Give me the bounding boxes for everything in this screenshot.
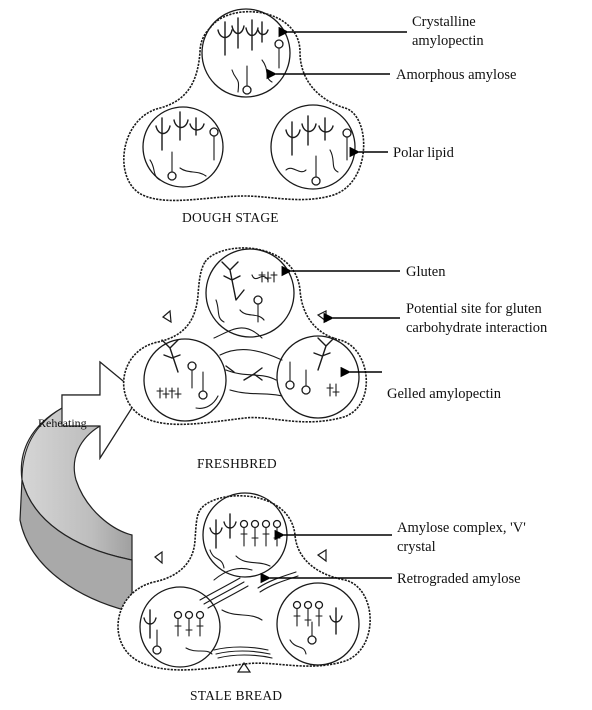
crystalline-label-line2: amylopectin: [412, 33, 484, 49]
reheating-label: Reheating: [38, 416, 87, 430]
gelled-amylopectin-label: Gelled amylopectin: [387, 386, 502, 402]
amylose-complex-label-line2: crystal: [397, 539, 436, 555]
reheating-arrow: Reheating: [20, 362, 140, 612]
retrograded-amylose-label: Retrograded amylose: [397, 571, 521, 587]
potential-site-label-line1: Potential site for gluten: [406, 301, 542, 317]
gluten-label: Gluten: [406, 264, 446, 280]
fresh-bread-granule: [124, 248, 367, 424]
stale-bread-granule: [118, 493, 370, 672]
dough-stage-granule: [124, 9, 364, 200]
crystalline-label-line1: Crystalline: [412, 14, 476, 30]
amorphous-amylose-label: Amorphous amylose: [396, 67, 516, 83]
polar-lipid-label: Polar lipid: [393, 145, 455, 161]
fresh-stage-title: FRESHBRED: [197, 456, 277, 471]
potential-site-label-line2: carbohydrate interaction: [406, 320, 548, 336]
dough-stage-title: DOUGH STAGE: [182, 210, 279, 225]
amylose-complex-label-line1: Amylose complex, 'V': [397, 520, 526, 536]
stale-stage-title: STALE BREAD: [190, 688, 282, 703]
